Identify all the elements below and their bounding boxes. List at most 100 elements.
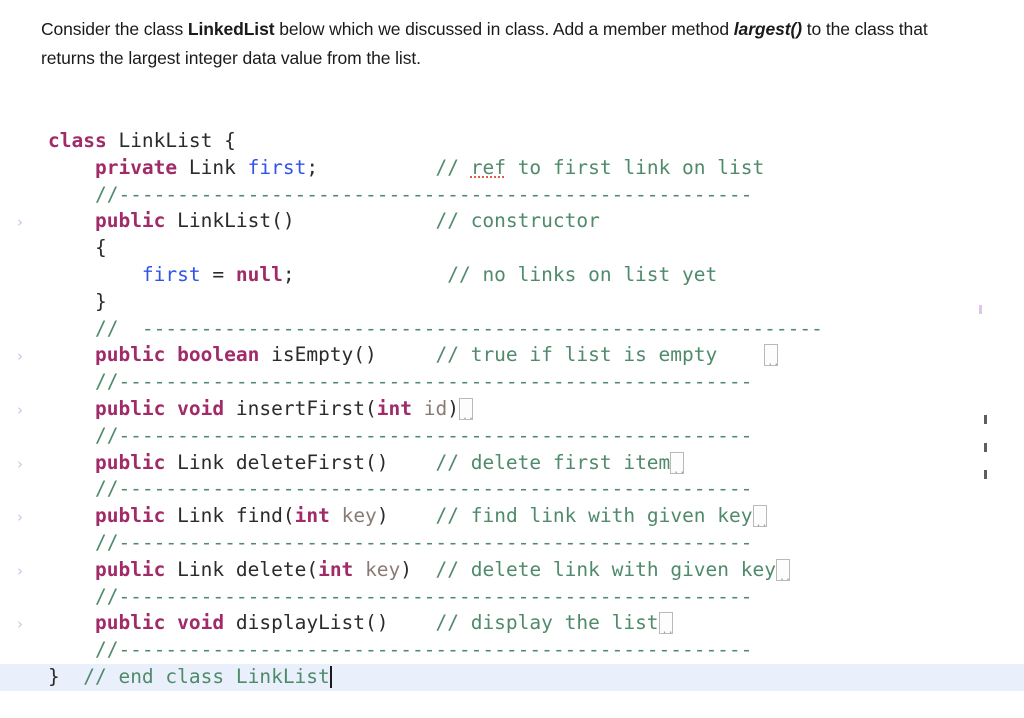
comment-gap (717, 343, 764, 366)
collapsed-code-placeholder[interactable] (764, 344, 779, 368)
code-token-pun (412, 397, 424, 420)
code-token-pun: { (94, 236, 107, 260)
prompt-text-part-3: to the class that returns the largest in… (41, 19, 928, 68)
code-line[interactable]: › public Link delete(int key) // delete … (0, 557, 1024, 584)
comment-separator: //--------------------------------------… (48, 423, 753, 447)
code-editor[interactable]: class LinkList { private Link first; // … (0, 128, 1024, 703)
code-line[interactable]: › public Link deleteFirst() // delete fi… (0, 450, 1024, 477)
code-line[interactable]: //--------------------------------------… (0, 423, 1024, 450)
code-token-typ: LinkList (118, 129, 213, 152)
code-token-pun (165, 558, 177, 581)
comment-separator: //--------------------------------------… (48, 638, 753, 662)
comment-gap (318, 156, 435, 179)
code-token-kw: null (235, 262, 283, 286)
inline-comment: // delete link with given key (435, 557, 776, 581)
code-line[interactable]: › public void displayList() // display t… (0, 610, 1024, 637)
code-line[interactable]: } (0, 289, 1024, 316)
code-line[interactable]: //--------------------------------------… (0, 182, 1024, 209)
code-token-kw: private (94, 155, 178, 179)
code-line[interactable]: //--------------------------------------… (0, 369, 1024, 396)
indent (48, 343, 95, 366)
collapsed-code-placeholder[interactable] (670, 451, 685, 476)
code-line[interactable]: › public LinkList() // constructor (0, 208, 1024, 235)
code-token-var: first (247, 155, 307, 179)
indent (48, 236, 95, 259)
indent (48, 558, 95, 581)
code-line[interactable]: //--------------------------------------… (0, 637, 1024, 664)
collapsed-code-placeholder[interactable] (658, 612, 674, 636)
misspelled-word: ref (470, 155, 506, 179)
code-token-pun: = (212, 262, 225, 286)
comment-separator: //--------------------------------------… (48, 584, 753, 608)
code-token-param: id (423, 396, 448, 420)
code-token-kw: public (94, 557, 166, 581)
prompt-class-name: LinkedList (187, 19, 275, 39)
prompt-text-part-2: below which we discussed in class. Add a… (274, 19, 734, 39)
inline-comment: // delete first item (435, 450, 671, 474)
code-line[interactable]: › public void insertFirst(int id) (0, 396, 1024, 423)
inline-comment: // constructor (435, 209, 600, 233)
code-token-pun (330, 504, 342, 527)
code-line[interactable]: //--------------------------------------… (0, 584, 1024, 611)
code-token-pun (177, 156, 189, 179)
code-fold-chevron-icon[interactable]: › (17, 454, 23, 473)
code-token-kw: public (94, 450, 166, 474)
code-token-pun (259, 343, 271, 366)
code-token-typ: Link (188, 155, 236, 179)
code-line-container: class LinkList { private Link first; // … (0, 128, 1024, 691)
code-token-kw: boolean (177, 343, 260, 367)
inline-comment: // display the list (435, 611, 659, 635)
code-line[interactable]: } // end class LinkList (0, 663, 1024, 691)
code-line[interactable]: class LinkList { (0, 128, 1024, 155)
code-line[interactable]: › public Link find(int key) // find link… (0, 503, 1024, 530)
code-token-typ: Link (177, 504, 225, 528)
code-line[interactable]: // -------------------------------------… (0, 316, 1024, 343)
collapsed-code-placeholder[interactable] (459, 397, 474, 422)
code-token-typ: ) (376, 504, 389, 528)
code-line[interactable]: private Link first; // ref to first link… (0, 155, 1024, 182)
comment-text: // (435, 155, 471, 179)
code-token-pun (224, 451, 236, 474)
indent (48, 156, 95, 179)
question-prompt: Consider the class LinkedList below whic… (41, 15, 941, 73)
code-token-kw: public (94, 209, 166, 233)
code-line[interactable]: first = null; // no links on list yet (0, 262, 1024, 289)
code-line[interactable]: › public boolean isEmpty() // true if li… (0, 342, 1024, 369)
comment-gap (377, 343, 436, 366)
code-token-pun (165, 611, 177, 634)
indent (48, 451, 95, 474)
code-token-pun (224, 611, 236, 634)
code-token-typ: Link (177, 450, 225, 474)
code-line[interactable]: //--------------------------------------… (0, 530, 1024, 557)
code-token-var: first (141, 262, 201, 286)
code-token-typ: LinkList() (177, 209, 295, 233)
code-token-pun: { (212, 129, 236, 152)
code-token-param: key (365, 557, 401, 581)
comment-gap (389, 504, 436, 527)
code-token-pun (224, 504, 236, 527)
indent (48, 290, 95, 313)
collapsed-code-placeholder[interactable] (752, 505, 768, 529)
code-line[interactable]: { (0, 235, 1024, 262)
code-fold-chevron-icon[interactable]: › (17, 213, 23, 232)
code-fold-chevron-icon[interactable]: › (17, 347, 23, 366)
code-fold-chevron-icon[interactable]: › (17, 508, 23, 527)
comment-gap (295, 263, 448, 286)
code-token-kw: void (177, 396, 225, 420)
code-fold-chevron-icon[interactable]: › (17, 615, 23, 634)
code-line[interactable]: //--------------------------------------… (0, 476, 1024, 503)
comment-text: to first link on list (505, 155, 765, 179)
inline-comment: // find link with given key (435, 504, 753, 528)
code-token-typ: insertFirst( (235, 396, 377, 420)
comment-gap (295, 209, 436, 232)
code-token-kw: public (94, 611, 166, 635)
comment-separator: //--------------------------------------… (48, 182, 753, 206)
code-token-pun (236, 156, 248, 179)
collapsed-code-placeholder[interactable] (776, 558, 791, 583)
code-fold-chevron-icon[interactable]: › (17, 561, 23, 580)
indent (48, 504, 95, 527)
code-token-kw: void (177, 611, 225, 635)
code-token-pun: } (48, 664, 60, 688)
code-fold-chevron-icon[interactable]: › (17, 400, 23, 419)
code-token-typ: isEmpty() (271, 343, 377, 367)
